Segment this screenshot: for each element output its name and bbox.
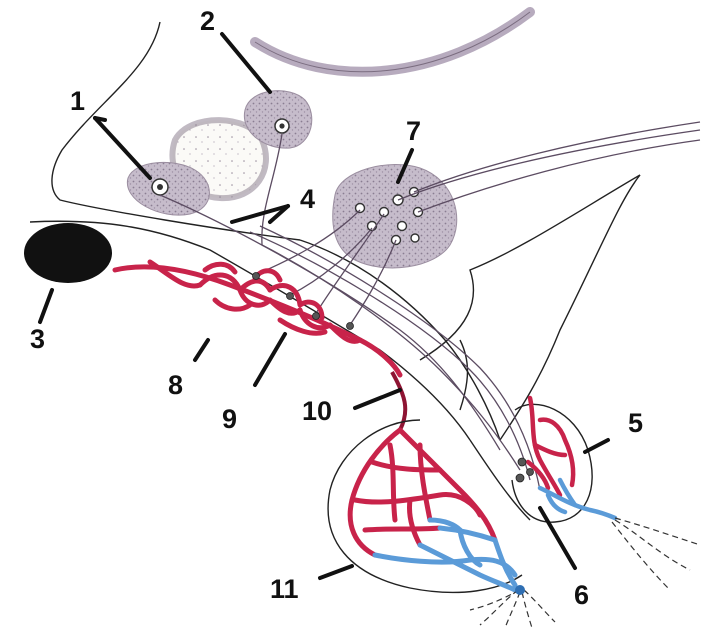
label-6: 6: [574, 580, 589, 610]
labels: 1 2 3 4 5 6 7 8 9 10 11: [30, 6, 643, 610]
label-7: 7: [406, 116, 421, 146]
label-11: 11: [270, 574, 299, 604]
label-1: 1: [70, 86, 85, 116]
thalamus-arc: [255, 12, 530, 72]
posterior-plexus-venous: [540, 480, 615, 518]
label-5: 5: [628, 408, 643, 438]
label-3: 3: [30, 324, 45, 354]
label-9: 9: [222, 404, 237, 434]
optic-chiasm: [24, 223, 112, 283]
label-4: 4: [300, 184, 315, 214]
nucleus-7: [333, 164, 457, 267]
posterior-plexus-arterial: [528, 398, 573, 495]
vein-outlet: [515, 585, 525, 595]
label-2: 2: [200, 6, 215, 36]
efferent-veins-dashed: [470, 590, 555, 628]
label-10: 10: [302, 396, 332, 426]
label-8: 8: [168, 370, 183, 400]
leader-lines: [40, 34, 608, 578]
posterior-veins-dashed: [612, 518, 700, 590]
